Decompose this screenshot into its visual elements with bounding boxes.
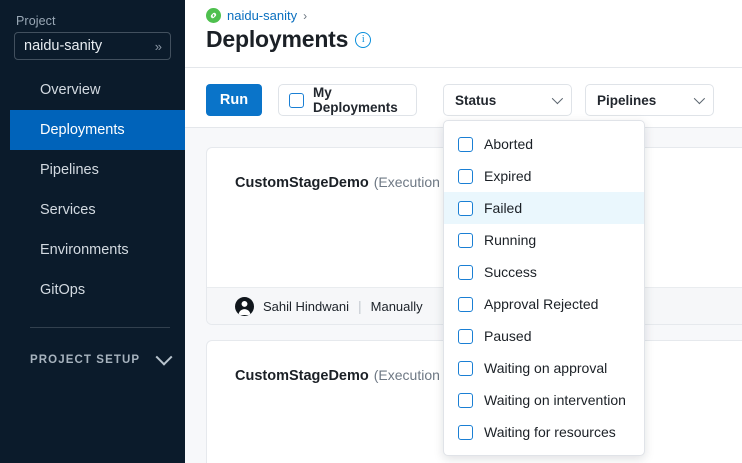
my-deployments-label: My Deployments [313, 85, 398, 115]
execution-card-header: CustomStageDemo (Execution Id [235, 174, 455, 191]
my-deployments-checkbox[interactable] [289, 92, 304, 108]
execution-id-label: (Execution Id [373, 367, 456, 383]
pipelines-filter-label: Pipelines [597, 92, 657, 108]
sidebar-item-label: Environments [40, 242, 129, 258]
execution-trigger-type: Manually [370, 298, 423, 314]
status-option-label: Waiting on intervention [484, 392, 626, 408]
sidebar-item-services[interactable]: Services [10, 190, 185, 230]
status-option-label: Expired [484, 168, 532, 184]
chevron-down-icon [693, 92, 706, 105]
status-option-label: Failed [484, 200, 523, 216]
sidebar-item-pipelines[interactable]: Pipelines [10, 150, 185, 190]
status-option-checkbox[interactable] [458, 328, 473, 344]
status-option-checkbox[interactable] [458, 264, 473, 280]
execution-pipeline-name: CustomStageDemo [235, 175, 369, 191]
execution-card-header: CustomStageDemo (Execution Id [235, 367, 455, 384]
double-chevron-right-icon: » [154, 38, 162, 54]
status-filter-dropdown-button[interactable]: Status [443, 84, 572, 116]
status-option-checkbox[interactable] [458, 296, 473, 312]
execution-triggered-by: Sahil Hindwani [263, 298, 349, 314]
chevron-down-icon [551, 92, 564, 105]
sidebar-item-label: Deployments [40, 122, 125, 138]
status-option-checkbox[interactable] [458, 424, 473, 440]
status-filter-label: Status [455, 92, 497, 108]
status-option-label: Success [484, 264, 537, 280]
status-option-success[interactable]: Success [444, 256, 644, 288]
status-dropdown-menu[interactable]: Aborted Expired Failed Running Success A… [443, 120, 645, 456]
breadcrumb: naidu-sanity › [206, 8, 307, 23]
status-option-waiting-for-resources[interactable]: Waiting for resources [444, 416, 644, 448]
project-setup-toggle[interactable]: PROJECT SETUP [30, 347, 175, 373]
project-circle-icon [206, 8, 221, 23]
breadcrumb-separator: › [303, 8, 308, 23]
breadcrumb-link-project[interactable]: naidu-sanity [227, 8, 298, 23]
project-label: Project [16, 14, 56, 28]
project-selector-value: naidu-sanity [24, 38, 103, 54]
sidebar-item-label: Pipelines [40, 162, 99, 178]
sidebar-item-deployments[interactable]: Deployments [10, 110, 185, 150]
status-option-waiting-on-approval[interactable]: Waiting on approval [444, 352, 644, 384]
main-area: naidu-sanity › Deployments i Run My Depl… [185, 0, 742, 463]
sidebar-item-environments[interactable]: Environments [10, 230, 185, 270]
sidebar-item-label: Overview [40, 82, 101, 98]
avatar [235, 296, 254, 316]
status-option-checkbox[interactable] [458, 136, 473, 152]
execution-pipeline-name: CustomStageDemo [235, 368, 369, 384]
execution-id-label: (Execution Id [373, 174, 456, 190]
status-option-checkbox[interactable] [458, 232, 473, 248]
page-title-row: Deployments i [206, 26, 372, 53]
status-option-label: Running [484, 232, 537, 248]
sidebar-nav: Overview Deployments Pipelines Services … [0, 70, 185, 310]
status-option-label: Aborted [484, 136, 534, 152]
page-title: Deployments [206, 26, 349, 52]
status-option-label: Waiting on approval [484, 360, 608, 376]
footer-divider: | [358, 298, 362, 314]
project-setup-label: PROJECT SETUP [30, 354, 141, 366]
status-option-label: Approval Rejected [484, 296, 599, 312]
status-option-running[interactable]: Running [444, 224, 644, 256]
status-option-checkbox[interactable] [458, 168, 473, 184]
project-selector[interactable]: naidu-sanity » [14, 32, 171, 60]
status-option-approval-rejected[interactable]: Approval Rejected [444, 288, 644, 320]
status-option-checkbox[interactable] [458, 392, 473, 408]
sidebar: Project naidu-sanity » Overview Deployme… [0, 0, 185, 463]
status-option-label: Waiting for resources [484, 424, 616, 440]
page-header: naidu-sanity › Deployments i [185, 0, 742, 68]
sidebar-item-label: GitOps [40, 282, 86, 298]
status-option-waiting-on-intervention[interactable]: Waiting on intervention [444, 384, 644, 416]
status-option-checkbox[interactable] [458, 360, 473, 376]
executions-list: CustomStageDemo (Execution Id Sahil Hind… [185, 129, 742, 463]
status-option-checkbox[interactable] [458, 200, 473, 216]
my-deployments-filter[interactable]: My Deployments [278, 84, 417, 116]
status-option-aborted[interactable]: Aborted [444, 128, 644, 160]
status-option-paused[interactable]: Paused [444, 320, 644, 352]
info-icon[interactable]: i [355, 31, 372, 48]
sidebar-item-gitops[interactable]: GitOps [10, 270, 185, 310]
filters-toolbar: Run My Deployments Status Pipelines [185, 68, 742, 128]
sidebar-divider [30, 327, 170, 328]
run-button[interactable]: Run [206, 84, 262, 116]
chevron-down-icon [155, 348, 173, 366]
sidebar-item-overview[interactable]: Overview [10, 70, 185, 110]
status-option-failed[interactable]: Failed [444, 192, 644, 224]
status-option-expired[interactable]: Expired [444, 160, 644, 192]
pipelines-filter-dropdown-button[interactable]: Pipelines [585, 84, 714, 116]
sidebar-item-label: Services [40, 202, 96, 218]
status-option-label: Paused [484, 328, 532, 344]
